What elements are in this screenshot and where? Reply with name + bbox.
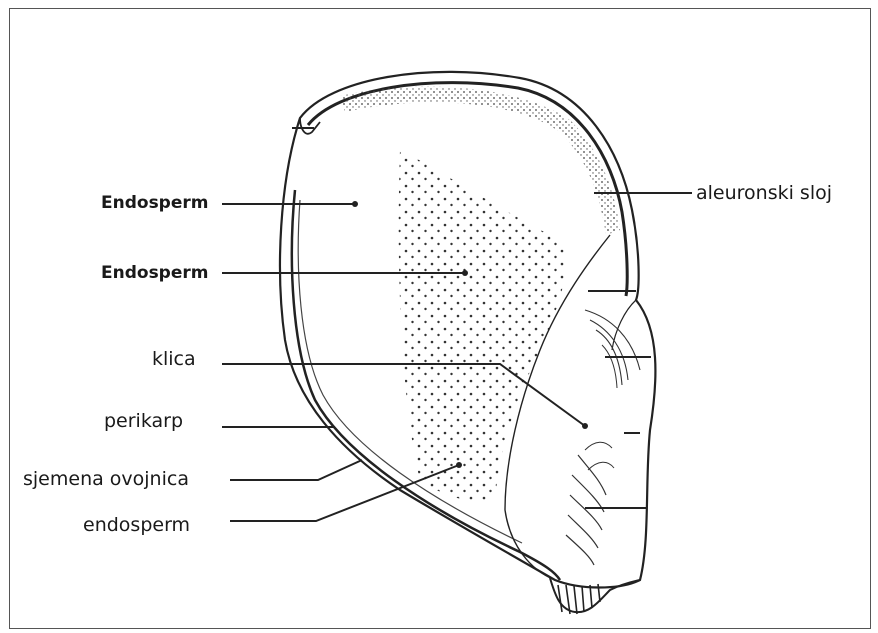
- label-sjemena-ovojnica: sjemena ovojnica: [23, 470, 189, 489]
- label-aleuronski-sloj: aleuronski sloj: [696, 184, 832, 203]
- label-endosperm-upper: Endosperm: [101, 195, 208, 212]
- label-perikarp: perikarp: [104, 412, 183, 431]
- leader-sjemena-ovojnica: [230, 460, 362, 480]
- label-klica: klica: [152, 350, 196, 369]
- label-endosperm-middle: Endosperm: [101, 265, 208, 282]
- label-endosperm-lower: endosperm: [83, 516, 190, 535]
